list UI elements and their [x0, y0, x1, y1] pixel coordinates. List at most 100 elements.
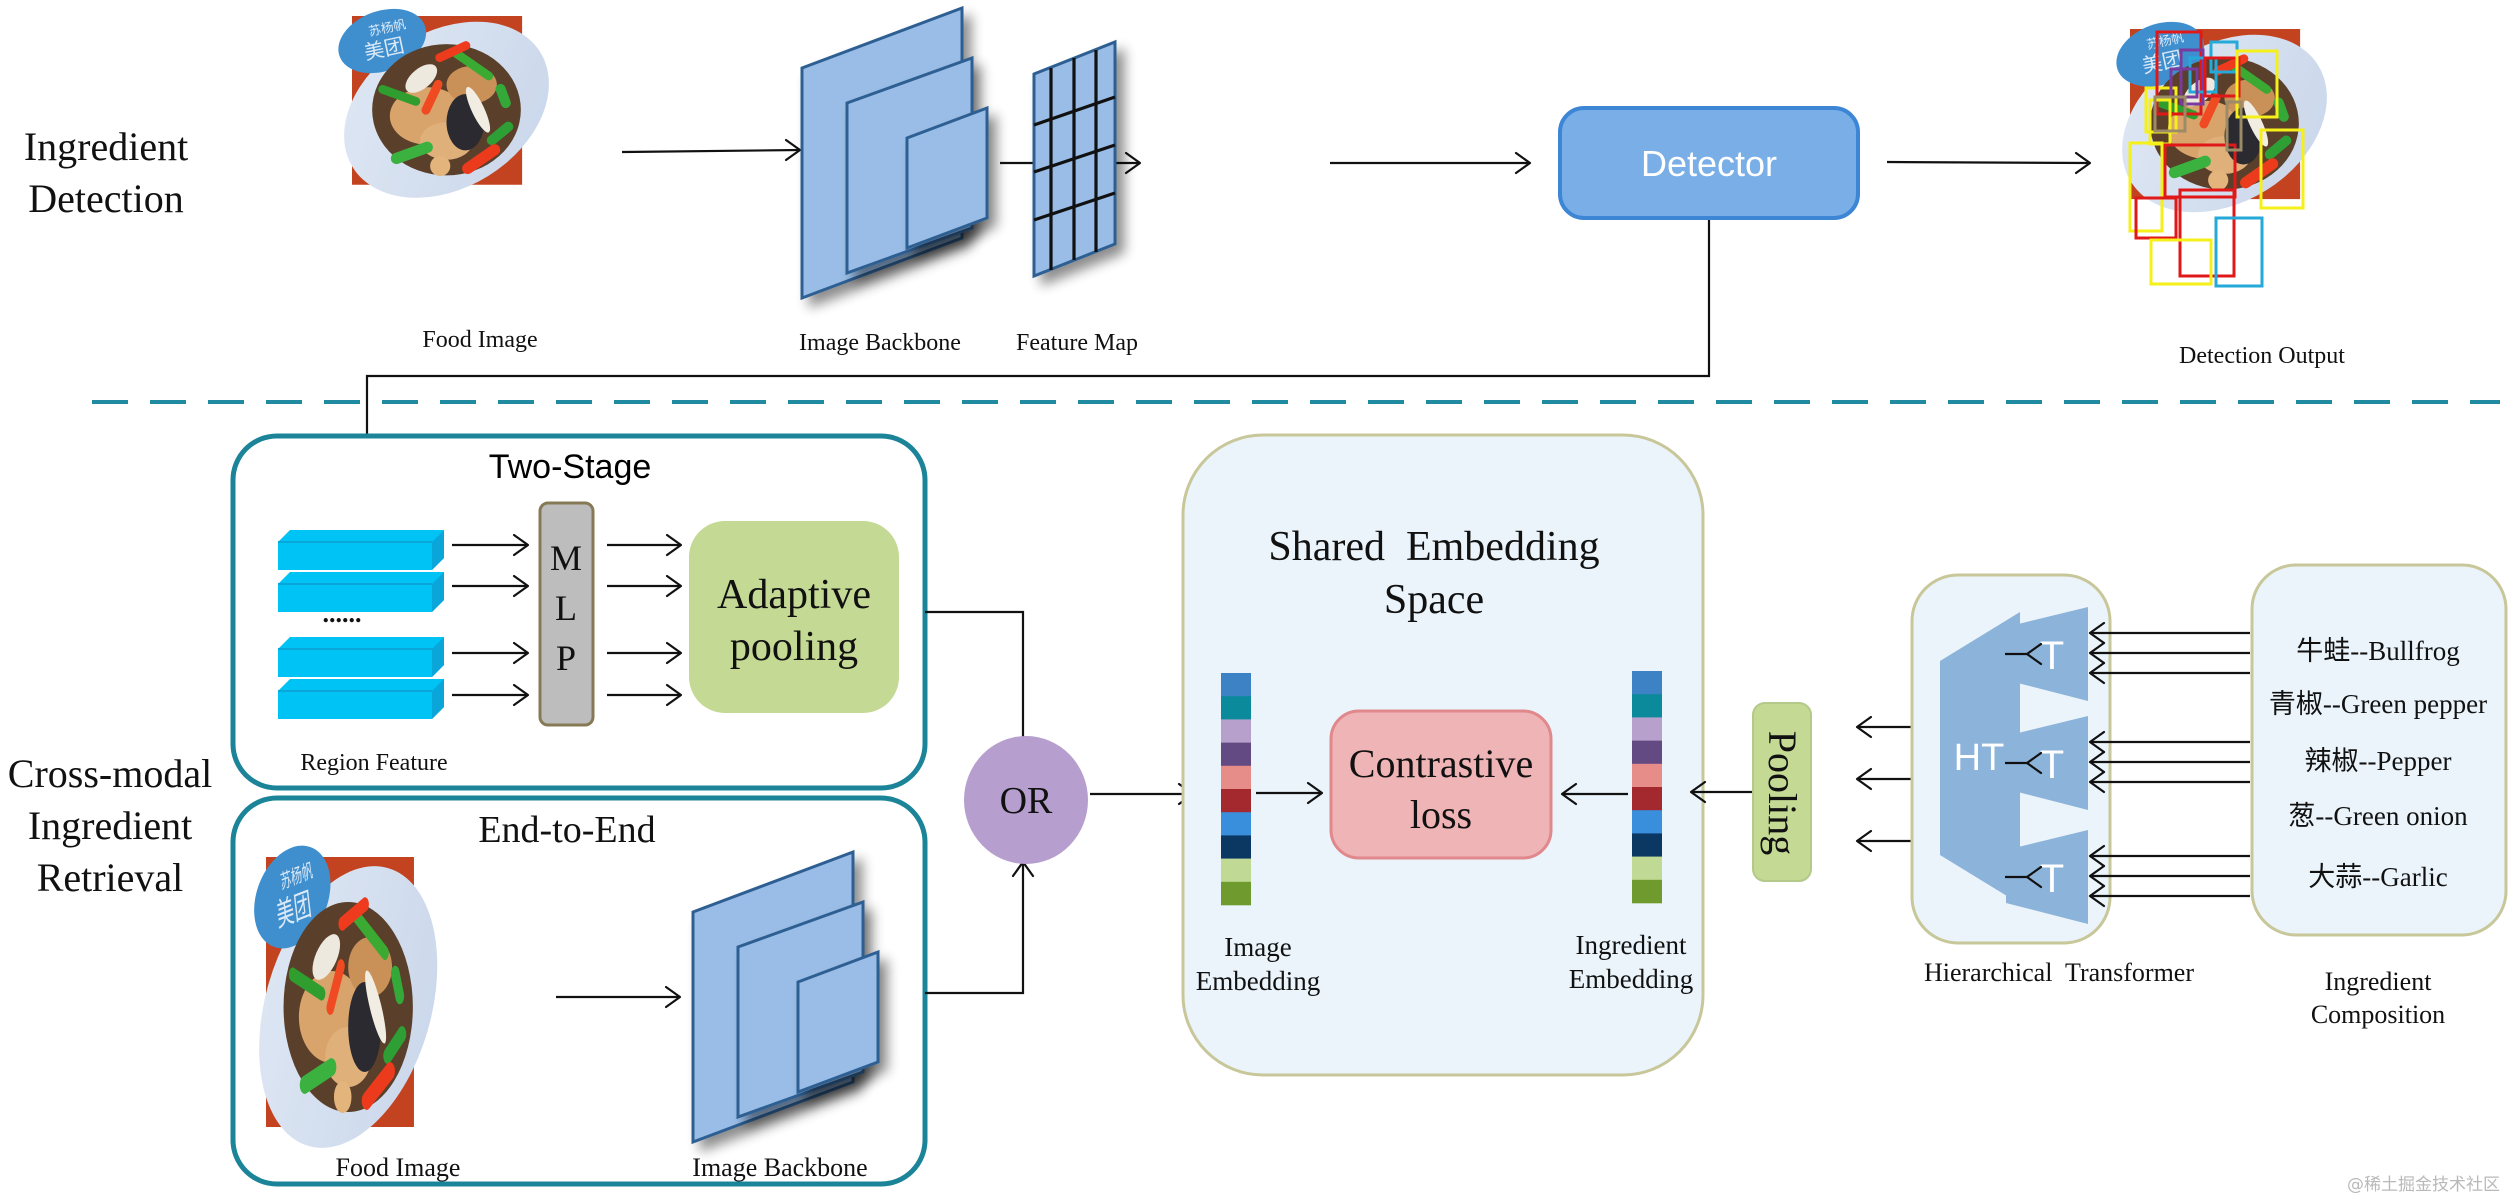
mlp-block: M L P — [538, 501, 595, 727]
arrow — [1689, 780, 1752, 804]
ingredient-item: 葱--Green onion — [2288, 801, 2468, 831]
backbone-caption: Image Backbone — [799, 330, 961, 356]
section-label-line2: Ingredient — [28, 803, 192, 848]
arrow — [556, 985, 682, 1009]
region-feature-slab — [278, 572, 444, 612]
arrows-to-mlp — [452, 533, 530, 707]
ingredient-item: 牛蛙--Bullfrog — [2296, 636, 2459, 666]
embedding-cell — [1221, 673, 1251, 697]
section-label-line1: Cross-modal — [8, 751, 212, 796]
region-feature-slab — [278, 679, 444, 719]
feature-map-caption: Feature Map — [1016, 330, 1138, 356]
adaptive-pooling-block: Adaptive pooling — [689, 521, 899, 713]
arrow — [1886, 151, 2092, 175]
ht-block — [1940, 612, 2020, 904]
adaptive-pooling-line2: pooling — [730, 624, 858, 670]
arrow — [621, 138, 802, 162]
mlp-letter: P — [556, 638, 576, 678]
contrastive-loss-line2: loss — [1410, 792, 1472, 837]
section-label-line1: Ingredient — [24, 124, 188, 169]
detection-bbox — [2134, 196, 2178, 240]
end-to-end-to-or-connector — [925, 860, 1035, 995]
t-label: T — [2040, 743, 2064, 787]
ingredient-composition-caption-line1: Ingredient — [2325, 967, 2433, 996]
ingredient-composition-caption-line2: Composition — [2311, 1000, 2445, 1029]
detection-bbox — [2188, 56, 2218, 94]
food-image-caption: Food Image — [336, 1153, 461, 1182]
detection-bbox — [2235, 49, 2279, 119]
detector-label: Detector — [1641, 143, 1777, 184]
shared-embedding-space: Shared Embedding Space Contrastive loss … — [1181, 433, 1705, 1077]
hierarchical-transformer-caption: Hierarchical Transformer — [1924, 958, 2194, 987]
arrow — [1256, 781, 1324, 805]
detection-bbox — [2225, 100, 2243, 152]
embedding-cell — [1632, 717, 1662, 741]
pooling-block: Pooling — [1752, 702, 1812, 882]
image-embedding-caption-line2: Embedding — [1196, 966, 1320, 996]
detection-bbox — [2178, 188, 2236, 278]
food-image-caption: Food Image — [422, 327, 537, 353]
or-node: OR — [964, 736, 1088, 864]
ht-label: HT — [1954, 737, 2005, 779]
detection-bbox — [2214, 216, 2264, 288]
mlp-letter: L — [555, 588, 577, 628]
embedding-cell — [1221, 789, 1251, 813]
ingredient-item: 青椒--Green pepper — [2269, 689, 2487, 719]
transformer-block: T — [2006, 830, 2088, 924]
section-label-line2: Detection — [28, 176, 184, 221]
section-label-retrieval: Cross-modal Ingredient Retrieval — [8, 751, 212, 900]
section-label-detection: Ingredient Detection — [24, 124, 188, 221]
contrastive-loss-line1: Contrastive — [1349, 741, 1533, 786]
shared-space-title-line2: Space — [1384, 577, 1484, 623]
embedding-cell — [1632, 787, 1662, 811]
embedding-cell — [1632, 694, 1662, 718]
ingredient-composition-panel: 牛蛙--Bullfrog 青椒--Green pepper 辣椒--Pepper 葱-… — [2250, 563, 2508, 937]
shared-space-title-line1: Shared Embedding — [1268, 524, 1599, 570]
end-to-end-title: End-to-End — [478, 809, 655, 851]
detection-bbox — [2128, 141, 2164, 233]
embedding-cell — [1632, 740, 1662, 765]
transformer-block: T — [2006, 607, 2088, 701]
ingredient-item: 辣椒--Pepper — [2305, 746, 2452, 776]
backbone-caption: Image Backbone — [692, 1153, 867, 1182]
hierarchical-transformer-panel: HT TTT — [1910, 573, 2250, 945]
detection-output-caption: Detection Output — [2179, 343, 2345, 369]
arrow — [1090, 782, 1195, 806]
embedding-cell — [1221, 812, 1251, 836]
region-feature-slab — [278, 530, 444, 570]
end-to-end-panel: End-to-End Food Image Image Backbone — [230, 795, 928, 1200]
embedding-cell — [1632, 810, 1662, 834]
ingredient-embedding-caption-line2: Embedding — [1569, 964, 1693, 994]
detection-bbox — [2179, 48, 2205, 106]
or-label: OR — [1000, 780, 1053, 822]
image-embedding-caption-line1: Image — [1224, 932, 1291, 962]
detection-bbox — [2259, 128, 2305, 210]
detector-box: Detector — [1558, 106, 1860, 220]
pooling-label: Pooling — [1760, 731, 1805, 855]
section-label-line3: Retrieval — [37, 855, 184, 900]
t-label: T — [2040, 634, 2064, 678]
embedding-cell — [1221, 835, 1251, 859]
ingredient-embedding-caption-line1: Ingredient — [1576, 930, 1687, 960]
two-stage-panel: Two-Stage ...... M L P Adaptive pooling … — [230, 433, 928, 791]
arrow — [1560, 782, 1628, 806]
two-stage-to-or-connector — [925, 610, 1035, 755]
embedding-cell — [1221, 858, 1251, 883]
adaptive-pooling-line1: Adaptive — [717, 572, 871, 618]
embedding-cell — [1632, 879, 1662, 904]
embedding-cell — [1221, 696, 1251, 720]
detection-bbox — [2153, 95, 2187, 133]
ingredient-embedding-vector — [1632, 671, 1662, 904]
detection-bbox — [2155, 30, 2203, 116]
watermark: @稀土掘金技术社区 — [2347, 1175, 2500, 1195]
embedding-cell — [1221, 719, 1251, 743]
ingredient-item: 大蒜--Garlic — [2308, 862, 2447, 892]
ht-to-pooling-arrows — [1855, 715, 1918, 853]
arrow — [1330, 151, 1532, 175]
detection-bbox — [2149, 238, 2213, 286]
embedding-cell — [1221, 742, 1251, 767]
image-embedding-vector — [1221, 673, 1251, 906]
embedding-cell — [1632, 671, 1662, 695]
detection-bbox — [2163, 143, 2237, 199]
